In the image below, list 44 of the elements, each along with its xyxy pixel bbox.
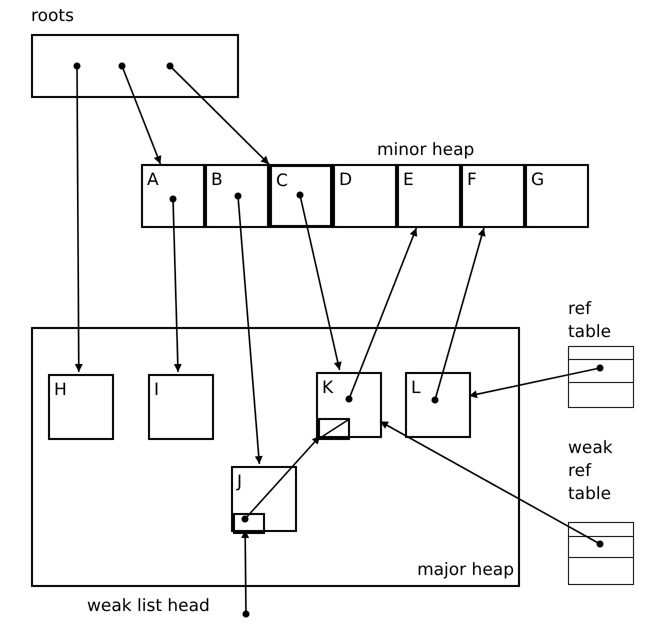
heap-object (148, 374, 214, 440)
table-label: ref table (568, 298, 612, 344)
region-label: minor heap (377, 139, 474, 162)
cell-label: A (147, 172, 159, 189)
heap-region (31, 327, 520, 587)
pointer-arrow (240, 228, 263, 464)
memory-cell (333, 164, 397, 228)
pointer-arrow (468, 374, 566, 398)
pointer-arrow (202, 97, 270, 165)
cell-label: E (403, 172, 414, 189)
memory-cell (397, 164, 461, 228)
cell-label: B (211, 172, 223, 189)
memory-cell (205, 164, 269, 228)
pointer-slot (233, 513, 265, 534)
pointer-slot (318, 418, 350, 440)
pointer-arrow (380, 420, 566, 526)
memory-cell (269, 164, 333, 228)
heap-object (405, 372, 471, 438)
heap-object (231, 466, 297, 532)
memory-cell (525, 164, 589, 228)
memory-cell (141, 164, 205, 228)
heap-object (48, 374, 114, 440)
object-label: H (54, 382, 67, 399)
object-label: L (411, 380, 420, 397)
object-label: I (154, 382, 160, 399)
pointer-arrow (442, 228, 486, 370)
pointer-arrow (253, 435, 321, 510)
memory-cell (461, 164, 525, 228)
pointer-label: weak list head (87, 595, 210, 618)
cell-label: G (531, 172, 544, 189)
region-label: major heap (417, 558, 514, 582)
cell-label: C (276, 173, 288, 190)
cell-label: F (467, 172, 477, 189)
pointer-arrow (360, 228, 418, 370)
heap-object (316, 372, 382, 438)
pointer-arrow (306, 228, 342, 370)
pointer-arrow (173, 228, 182, 372)
table-label: weak ref table (568, 437, 614, 506)
pointer-arrow (134, 98, 162, 164)
pointer-arrow (74, 98, 83, 372)
object-label: K (322, 380, 334, 397)
object-label: J (237, 474, 242, 491)
box-heading: roots (31, 5, 74, 28)
cell-label: D (339, 172, 352, 189)
